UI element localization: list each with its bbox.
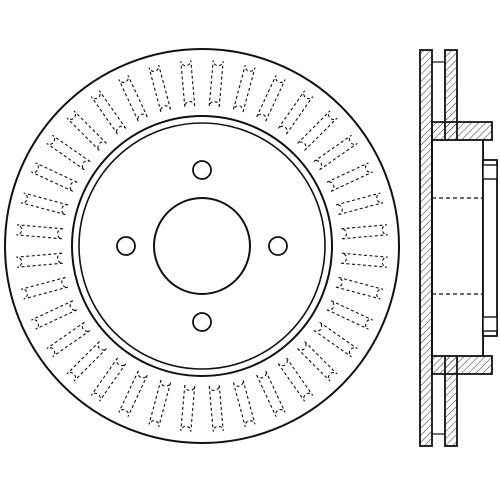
cooling-vane <box>180 384 196 432</box>
stud-hole <box>192 160 212 180</box>
hub-outer-edge <box>71 115 333 377</box>
cooling-vane <box>148 379 172 428</box>
stud-bore-lower <box>482 316 498 332</box>
cooling-vane <box>340 224 388 240</box>
cooling-vane <box>277 90 314 135</box>
cooling-vane <box>208 60 224 108</box>
cooling-vane <box>256 370 286 417</box>
cooling-vane <box>180 60 196 108</box>
front-view <box>4 48 400 444</box>
cooling-vane <box>232 379 256 428</box>
cooling-vane <box>90 90 127 135</box>
cooling-vane <box>208 384 224 432</box>
disc-outer-edge <box>4 48 400 444</box>
cooling-vanes <box>16 60 388 432</box>
cooling-vane <box>90 357 127 402</box>
cooling-vane <box>232 64 256 113</box>
center-bore <box>153 197 251 295</box>
cooling-vane <box>46 321 91 358</box>
cooling-vane <box>313 134 358 171</box>
cooling-vane <box>118 75 148 122</box>
outer-friction-plate <box>419 49 433 447</box>
cooling-vane <box>46 134 91 171</box>
cooling-vane <box>31 300 78 330</box>
hub-step-ring <box>78 122 326 370</box>
cooling-vane <box>16 252 64 268</box>
cooling-vane <box>66 110 107 151</box>
cooling-vane <box>256 75 286 122</box>
cooling-vane <box>326 300 373 330</box>
cooling-vane <box>118 370 148 417</box>
stud-hole <box>192 312 212 332</box>
cooling-vane <box>313 321 358 358</box>
stud-holes <box>116 160 288 332</box>
cooling-vane <box>16 224 64 240</box>
stud-bore-upper <box>482 164 498 180</box>
cooling-vane <box>326 162 373 192</box>
side-section-view <box>419 49 498 447</box>
cooling-vane <box>340 252 388 268</box>
cooling-vane <box>20 192 69 216</box>
cooling-vane <box>31 162 78 192</box>
hub-face <box>431 139 484 357</box>
stud-hole <box>268 236 288 256</box>
cooling-vane <box>277 357 314 402</box>
hub-flange <box>482 159 498 337</box>
cooling-vane <box>148 64 172 113</box>
cooling-vane <box>297 110 338 151</box>
cooling-vane <box>66 341 107 382</box>
stud-hole <box>116 236 136 256</box>
cooling-vane <box>335 276 384 300</box>
cooling-vane <box>335 192 384 216</box>
cooling-vane <box>20 276 69 300</box>
cooling-vane <box>297 341 338 382</box>
